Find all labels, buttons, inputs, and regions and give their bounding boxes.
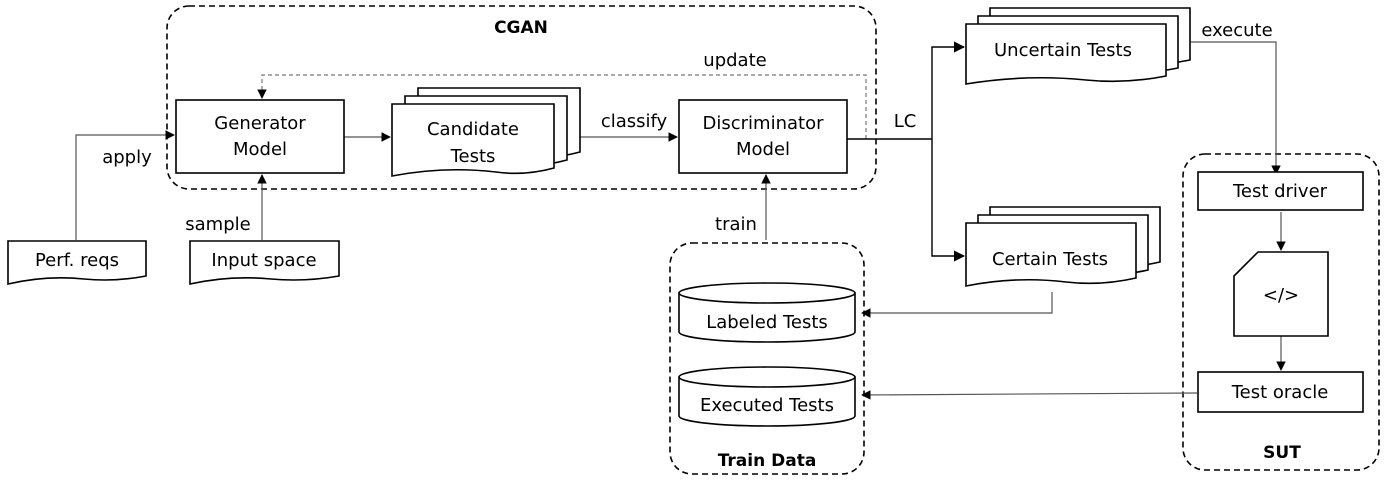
- perf-reqs-node: Perf. reqs: [7, 240, 147, 286]
- lc-uncertain-arrow: [931, 41, 966, 139]
- cgan-label: CGAN: [494, 18, 548, 38]
- sut-label: SUT: [1263, 443, 1301, 463]
- classify-label: classify: [601, 111, 668, 132]
- perf-reqs-label: Perf. reqs: [35, 250, 119, 271]
- test-driver-label: Test driver: [1232, 181, 1328, 202]
- train-data-group: Train Data: [669, 242, 865, 475]
- labeled-tests-node: Labeled Tests: [678, 282, 856, 343]
- test-oracle-label: Test oracle: [1231, 382, 1329, 403]
- sample-label: sample: [185, 214, 250, 235]
- update-label: update: [703, 50, 766, 71]
- execute-label: execute: [1201, 20, 1272, 41]
- executed-tests-node: Executed Tests: [678, 366, 856, 427]
- executed-tests-label: Executed Tests: [700, 395, 834, 416]
- discriminator-label-line1: Discriminator: [703, 113, 825, 134]
- test-driver-node: Test driver: [1197, 171, 1364, 211]
- update-arrow: [257, 74, 867, 139]
- apply-label: apply: [102, 147, 152, 168]
- execute-arrow: [1190, 41, 1281, 175]
- oracle-to-executed-arrow: [861, 390, 1198, 400]
- discriminator-label-line2: Model: [736, 139, 790, 160]
- certain-to-labeled-arrow: [861, 292, 1053, 318]
- candidate-label-line1: Candidate: [427, 119, 519, 140]
- train-label: train: [715, 214, 757, 235]
- generator-label-line1: Generator: [214, 113, 306, 134]
- train-data-label: Train Data: [718, 451, 817, 471]
- lc-certain-arrow: [931, 139, 966, 262]
- input-space-node: Input space: [189, 240, 340, 285]
- lc-label: LC: [894, 111, 917, 132]
- generator-model-node: Generator Model: [175, 99, 345, 174]
- labeled-tests-label: Labeled Tests: [706, 312, 828, 333]
- code-file-icon: </>: [1263, 285, 1299, 306]
- uncertain-tests-node: Uncertain Tests: [965, 7, 1191, 85]
- uncertain-tests-label: Uncertain Tests: [994, 40, 1132, 61]
- candidate-tests-node: Candidate Tests: [391, 87, 581, 177]
- apply-arrow: [75, 130, 175, 240]
- certain-tests-label: Certain Tests: [992, 249, 1108, 270]
- generator-label-line2: Model: [233, 139, 287, 160]
- code-file-node: </>: [1233, 251, 1329, 337]
- input-space-label: Input space: [211, 250, 316, 271]
- test-oracle-node: Test oracle: [1197, 371, 1364, 413]
- certain-tests-node: Certain Tests: [965, 206, 1161, 287]
- cgan-group: CGAN: [166, 5, 877, 190]
- candidate-label-line2: Tests: [450, 146, 496, 167]
- discriminator-model-node: Discriminator Model: [678, 99, 848, 174]
- sut-group: SUT: [1182, 153, 1380, 471]
